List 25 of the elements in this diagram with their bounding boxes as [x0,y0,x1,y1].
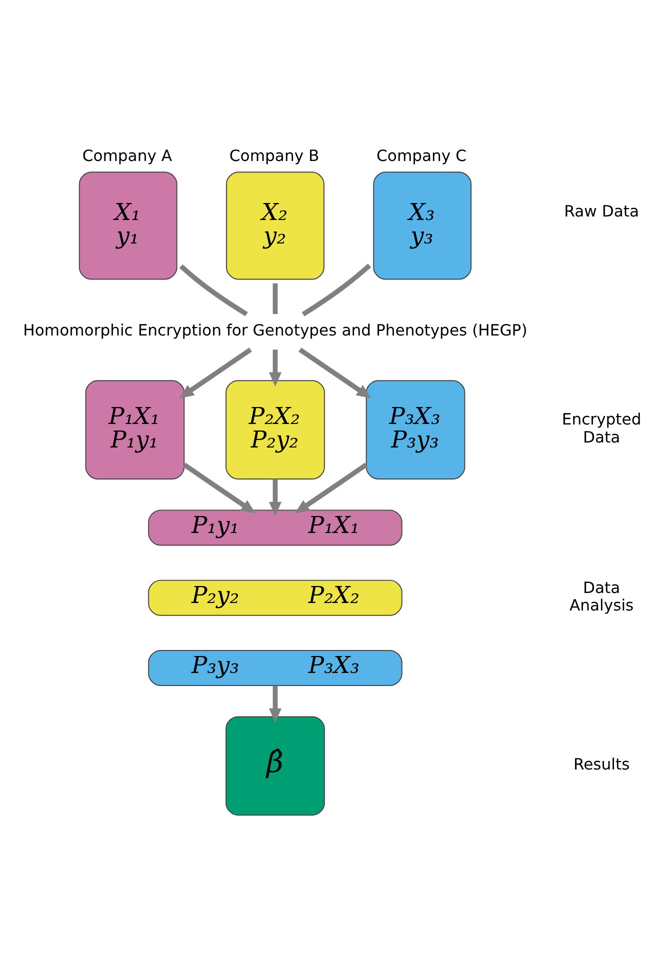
arrow [268,349,282,386]
connector [179,264,248,316]
label: Results [573,755,630,774]
label: Encrypted Data [562,410,642,446]
node-box: P₁y₁ P₁X₁ [148,509,402,546]
node-text: Homomorphic Encryption for Genotypes and Phenotypes (HEGP) [23,321,528,340]
node-box: P₃y₃ P₃X₃ [148,649,402,686]
node-box: P₂X₂ P₂y₂ [226,380,325,479]
connector [302,263,372,316]
arrow [182,462,256,513]
node-box: P₁X₁ P₁y₁ [85,380,185,479]
node-box: β̂ [226,716,325,816]
node-label: Company B [229,146,320,165]
node-label: Company C [376,146,466,165]
label: Data Analysis [569,578,634,614]
arrow [179,347,252,398]
node-label: Company A [82,146,172,165]
arrow [268,478,282,516]
label: Raw Data [564,202,640,220]
node-box: P₃X₃ P₃y₃ [366,380,466,479]
arrow [268,685,282,722]
connector [272,282,278,314]
node-box: P₂y₂ P₂X₂ [148,579,402,616]
arrow [298,347,372,398]
arrow [294,462,368,513]
